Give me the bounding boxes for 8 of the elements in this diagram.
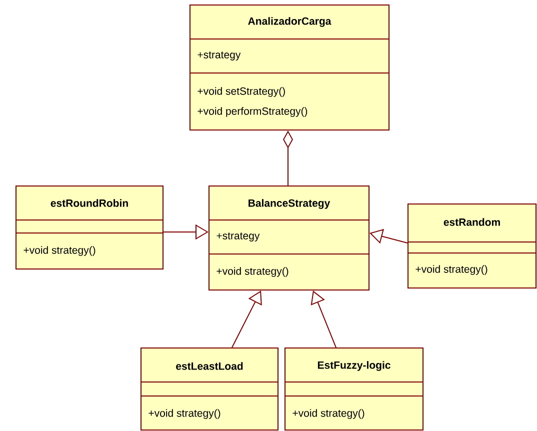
- class-box: BalanceStrategy +strategy +void strategy(): [208, 186, 370, 290]
- class-box: estRandom +void strategy(): [408, 204, 536, 288]
- generalization-arrow: [232, 290, 262, 348]
- generalization-arrow: [310, 290, 336, 348]
- class-box: estRoundRobin +void strategy(): [16, 186, 164, 270]
- class-box: AnalizadorCarga +strategy +void setStrategy() +void performStrategy(): [190, 4, 390, 130]
- class-box: EstFuzzy-logic +void strategy(): [284, 348, 424, 430]
- class-box: estLeastLoad +void strategy(): [140, 348, 278, 430]
